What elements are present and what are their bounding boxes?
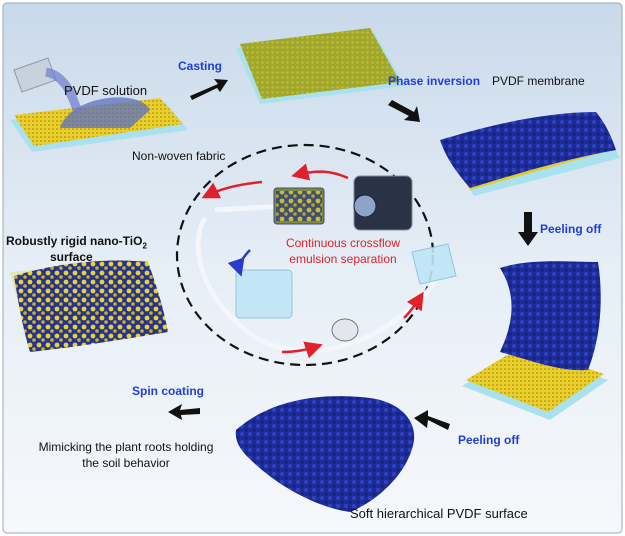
flow-arrow-right [403,291,424,319]
feed-tank-icon [411,243,457,285]
pvdf-solution-label: PVDF solution [64,83,148,98]
process-arrow-1 [190,79,228,100]
tio2-surface-label: Robustly rigid nano-TiO2 [6,234,147,251]
process-arrow-4 [414,410,450,430]
pvdf-membrane-illustration [440,112,620,196]
crossflow-label-line2: emulsion separation [289,252,397,266]
soft-surface-illustration [235,396,415,512]
valve-icon [331,318,359,342]
process-arrow-5 [168,404,200,420]
tio2-surface-illustration [10,260,168,352]
permeate-tank-icon [235,269,293,319]
phase-inversion-label: Phase inversion [388,74,481,88]
flow-arrow-top [291,163,349,181]
beaker-illustration [13,57,83,114]
soft-surface-label: Soft hierarchical PVDF surface [350,506,528,521]
mimicking-label-line2: the soil behavior [82,456,170,470]
non-woven-fabric-label: Non-woven fabric [132,149,226,163]
flow-arrow-left [201,180,263,199]
process-arrow-3 [518,212,538,246]
peeling-off-label-2: Peeling off [458,433,520,447]
process-arrow-2 [388,100,420,122]
tio2-surface-label-line2: surface [50,250,93,264]
permeate-arrow [227,249,251,277]
spin-coating-label: Spin coating [132,384,204,398]
crossflow-label-line1: Continuous crossflow [285,236,401,250]
casting-label: Casting [178,59,223,73]
solution-puddle [60,97,150,128]
peeling-membrane-illustration [462,261,608,420]
flow-arrow-bottom [281,341,323,359]
crossflow-setup [195,163,457,359]
casting-plate-illustration [236,28,405,104]
pvdf-membrane-label: PVDF membrane [492,74,585,88]
non-woven-fabric-illustration [10,97,188,152]
peeling-off-label-1: Peeling off [540,222,602,236]
mimicking-label-line1: Mimicking the plant roots holding [38,440,214,454]
